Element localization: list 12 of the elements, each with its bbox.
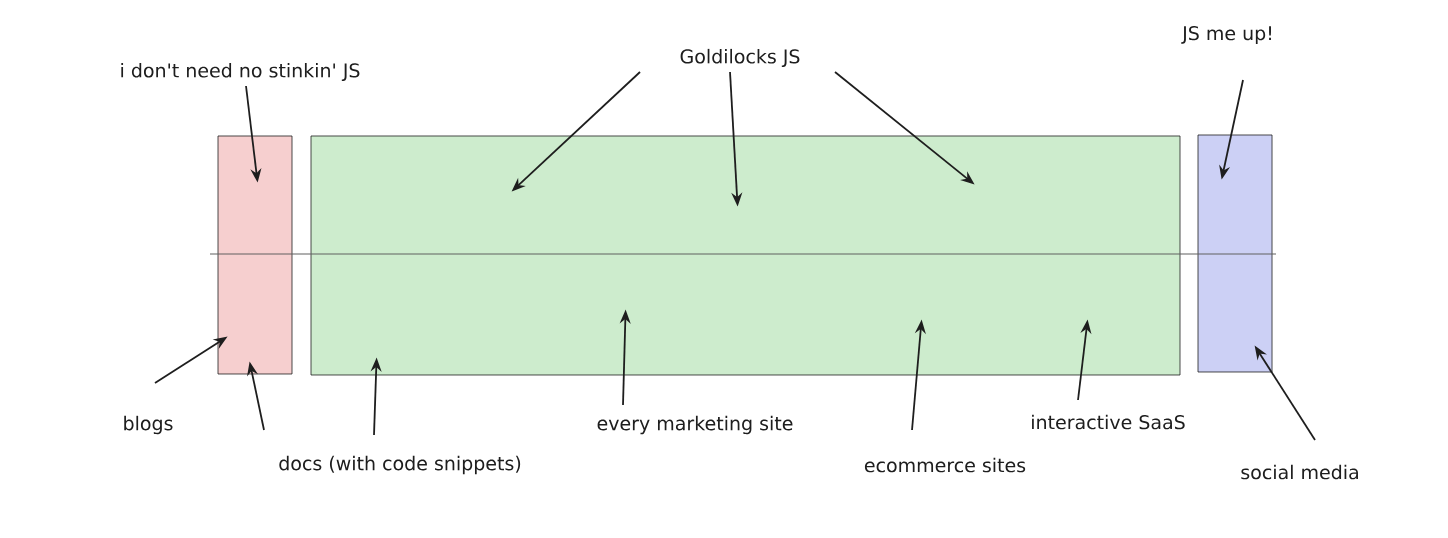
- bar: [217, 135, 293, 375]
- label-text: JS me up!: [1181, 25, 1271, 44]
- bar: [1197, 134, 1273, 373]
- label-text: every marketing site: [597, 415, 793, 435]
- label-text: i don't need no stinkin' JS: [121, 62, 360, 82]
- label-text: docs (with code snippets): [279, 455, 521, 475]
- label-text: Goldilocks JS: [680, 48, 800, 68]
- label-text: social media: [1241, 464, 1358, 480]
- label-text: ecommerce sites: [864, 457, 1026, 473]
- label-text: blogs: [124, 415, 173, 435]
- label-text: interactive SaaS: [1032, 414, 1185, 430]
- bar: [310, 135, 1181, 376]
